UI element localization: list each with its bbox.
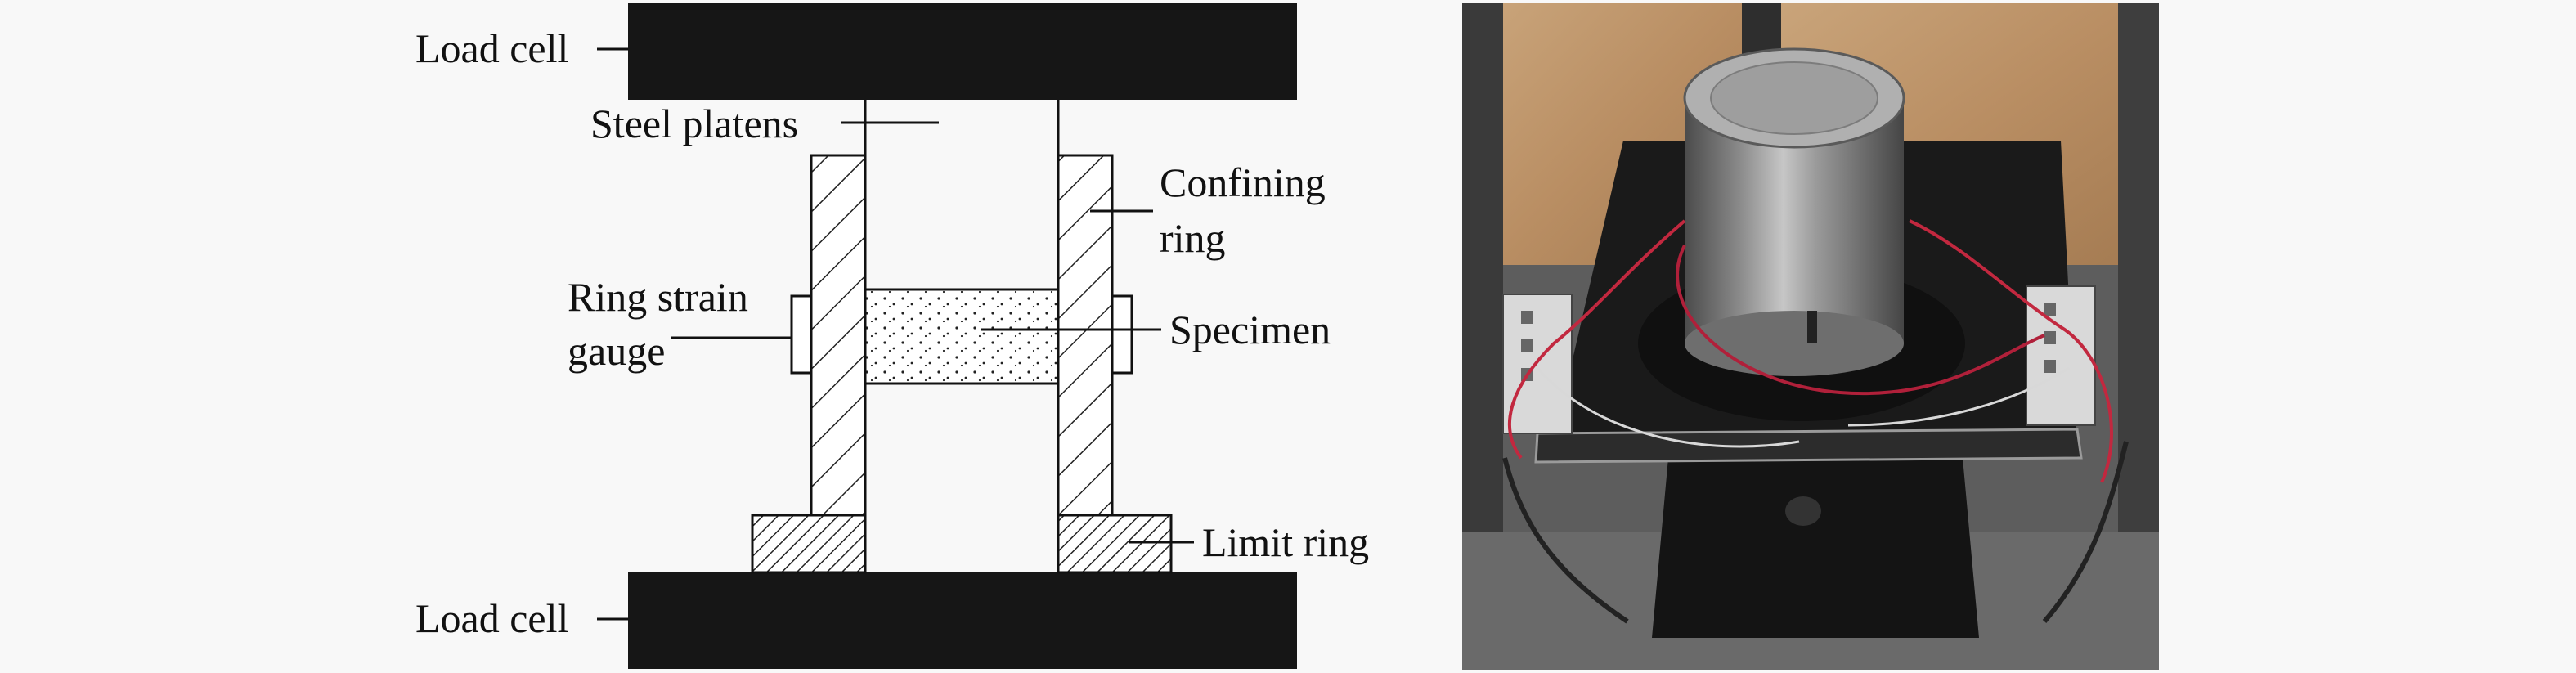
label-load-cell-bottom: Load cell: [415, 595, 568, 641]
limit-ring-right: [1057, 514, 1173, 574]
load-cell-top-block: [628, 3, 1297, 100]
schematic-diagram: Load cell Steel platens Confining ring R…: [415, 3, 1369, 669]
label-limit-ring: Limit ring: [1202, 519, 1369, 565]
label-load-cell-top: Load cell: [415, 25, 568, 71]
label-ring-strain-gauge-line1: Ring strain: [568, 274, 748, 320]
limit-ring-left: [751, 514, 867, 574]
label-confining-ring-line1: Confining: [1160, 159, 1326, 205]
specimen: [864, 288, 1060, 385]
test-setup-photo: [1462, 3, 2159, 670]
label-steel-platens: Steel platens: [590, 101, 798, 146]
confining-ring-left-wall: [810, 154, 867, 517]
ring-strain-gauge-right: [1111, 294, 1133, 375]
label-ring-strain-gauge-line2: gauge: [568, 328, 665, 374]
ring-strain-gauge-left: [790, 294, 813, 375]
label-specimen: Specimen: [1169, 307, 1331, 352]
leader-lines: [597, 47, 1194, 621]
label-confining-ring-line2: ring: [1160, 215, 1226, 261]
load-cell-bottom-block: [628, 572, 1297, 669]
confining-ring-right-wall: [1057, 154, 1114, 517]
